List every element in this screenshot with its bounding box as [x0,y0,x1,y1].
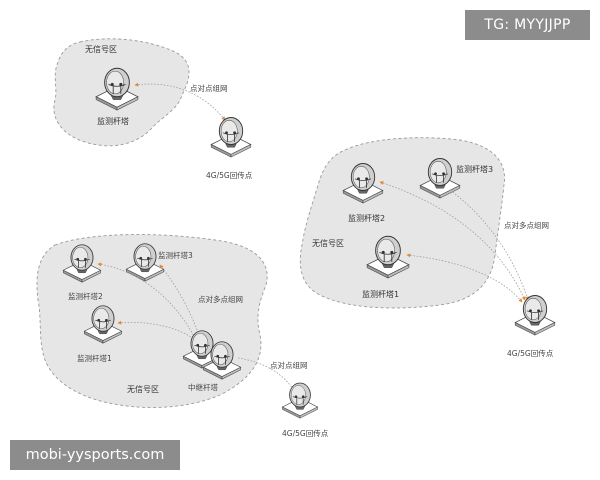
relay-label-right: 4G/5G回传点 [507,348,554,358]
p2p-link-label-top-left: 点对点组网 [190,83,228,93]
backhaul-relay-icon [210,117,252,158]
tower2-label-right: 监测杆塔2 [348,213,385,223]
region-label-top-left: 无信号区 [85,44,117,54]
tower3-label-bottom-left: 监测杆塔3 [158,250,193,260]
tower2-label-bottom-left: 监测杆塔2 [68,291,103,301]
p2mp-link-label-bottom-left: 点对多点组网 [198,294,243,304]
tower-label-top-left: 监测杆塔 [97,116,129,126]
p2p-link-label-bottom-left: 点对点组网 [270,360,308,370]
no-signal-region-right [299,137,505,309]
region-label-right: 无信号区 [312,238,344,248]
watermark-top-right: TG: MYYJJPP [465,10,590,40]
relay-label-top-left: 4G/5G回传点 [206,170,253,180]
relay-tower-label-bottom-left: 中继杆塔 [188,382,218,392]
p2mp-link-bottom-t1 [117,320,196,341]
tower1-label-right: 监测杆塔1 [362,289,399,299]
relay-label-bottom-left: 4G/5G回传点 [282,428,329,438]
p2p-link-top-left [134,82,226,121]
p2p-link-bottom-left [237,357,296,393]
p2mp-link-right-t3 [449,189,529,301]
watermark-bottom-left: mobi-yysports.com [10,440,180,470]
backhaul-relay-icon-bottom [281,382,319,419]
region-label-bottom-left: 无信号区 [127,384,159,394]
p2mp-link-bottom-t2 [97,262,196,339]
p2mp-link-label-right: 点对多点组网 [504,220,549,230]
tower1-label-bottom-left: 监测杆塔1 [77,353,112,363]
tower3-label-right: 监测杆塔3 [456,164,493,174]
